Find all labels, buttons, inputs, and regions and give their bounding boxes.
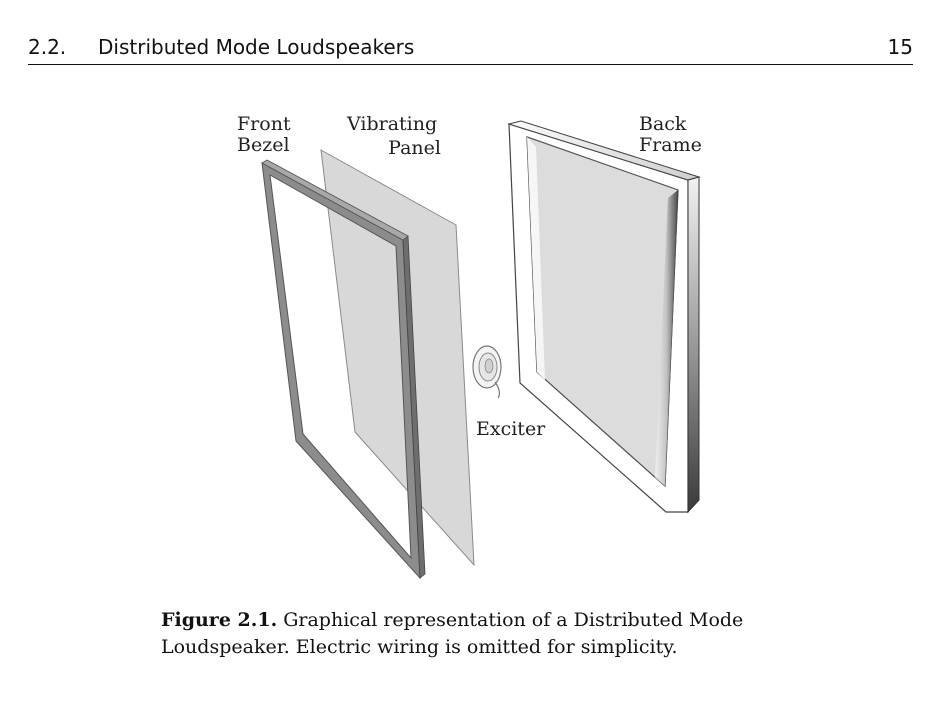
label-front-bezel-line2: Bezel (237, 134, 290, 156)
back-frame (507, 120, 701, 514)
section-number: 2.2. (28, 35, 67, 59)
label-back-frame-line2: Frame (639, 134, 702, 156)
front-bezel (261, 159, 426, 580)
figure-caption: Figure 2.1.Graphical representation of a… (161, 607, 801, 661)
page-number: 15 (887, 35, 913, 59)
running-header: 2.2. Distributed Mode Loudspeakers 15 (28, 32, 913, 65)
section-title: Distributed Mode Loudspeakers (98, 35, 415, 59)
caption-line-2: Loudspeaker. Electric wiring is omitted … (161, 636, 678, 658)
caption-label: Figure 2.1. (161, 609, 278, 631)
caption-line-1: Figure 2.1.Graphical representation of a… (161, 607, 801, 634)
label-exciter: Exciter (476, 418, 546, 440)
label-vibrating-panel-line1: Vibrating (346, 113, 437, 135)
label-front-bezel-line1: Front (237, 113, 291, 135)
exciter (472, 345, 502, 399)
label-back-frame-line1: Back (639, 113, 687, 135)
label-vibrating-panel-line2: Panel (388, 137, 441, 159)
vibrating-panel (320, 149, 475, 567)
caption-text-1: Graphical representation of a Distribute… (283, 609, 744, 631)
